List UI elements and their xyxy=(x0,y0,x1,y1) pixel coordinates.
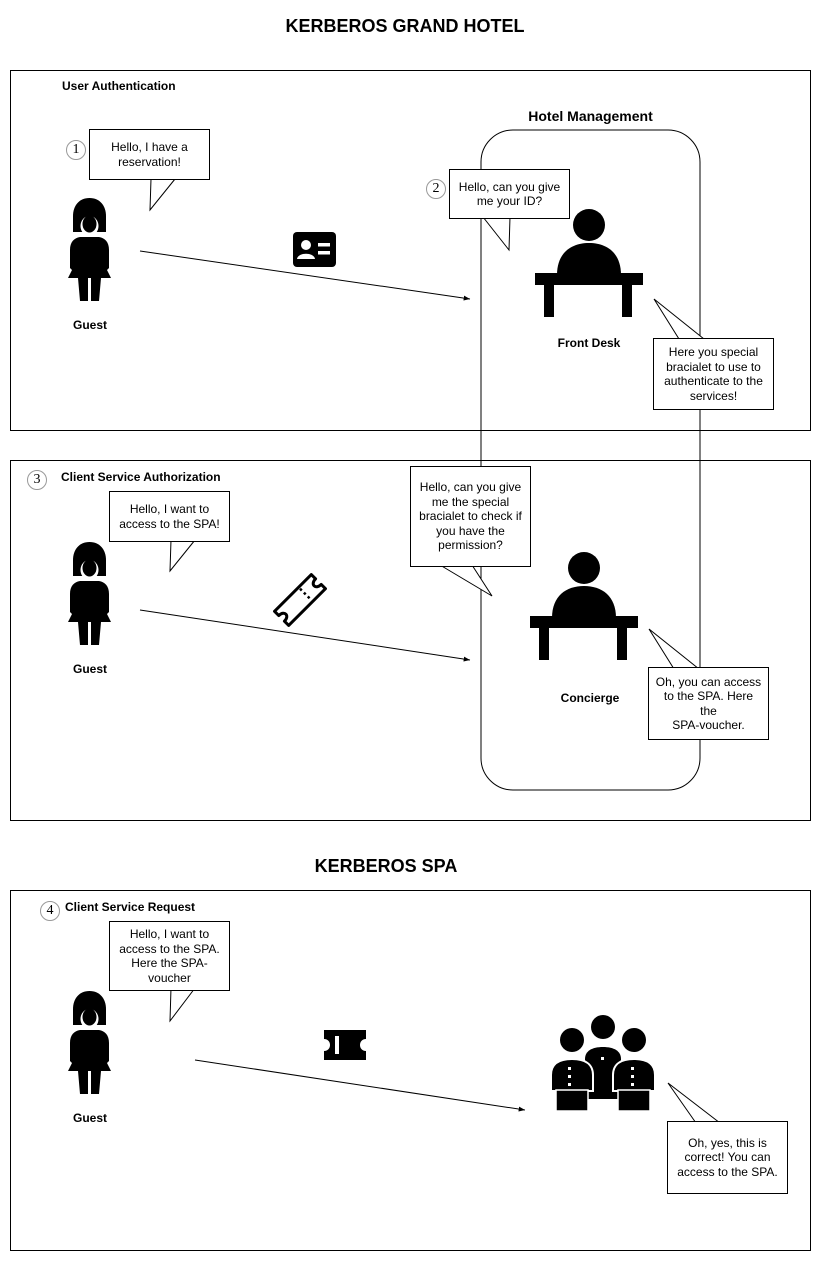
spa-staff-group-icon xyxy=(550,1015,656,1112)
section-label-user-authentication: User Authentication xyxy=(62,79,176,93)
bubble-tail xyxy=(149,178,176,212)
hotel-management-label: Hotel Management xyxy=(528,108,653,124)
bubble-tail xyxy=(482,216,511,252)
concierge-reply-bubble: Oh, you can access to the SPA. Here the … xyxy=(648,667,769,740)
front-desk-reply-bubble: Here you special bracialet to use to aut… xyxy=(653,338,774,410)
concierge-person-icon xyxy=(530,552,638,660)
section-label-client-service-authorization: Client Service Authorization xyxy=(61,470,221,484)
section-user-authentication xyxy=(10,70,811,431)
bubble-tail xyxy=(648,628,700,670)
service-request-arrow xyxy=(194,1059,526,1112)
front-desk-speech-bubble: Hello, can you give me your ID? xyxy=(449,169,570,219)
bubble-tail xyxy=(653,298,705,340)
bubble-tail xyxy=(439,564,493,597)
guest-speech-bubble: Hello, I have a reservation! xyxy=(89,129,210,180)
section-label-client-service-request: Client Service Request xyxy=(65,900,196,914)
guest-speech-bubble: Hello, I want to access to the SPA. Here… xyxy=(109,921,230,991)
ticket-icon xyxy=(324,1030,366,1060)
step-3-badge: 3 xyxy=(27,470,47,490)
step-1-badge: 1 xyxy=(66,140,86,160)
front-desk-person-icon xyxy=(535,209,643,317)
guest-label: Guest xyxy=(72,1111,107,1125)
guest-label: Guest xyxy=(72,662,107,676)
hotel-title: KERBEROS GRAND HOTEL xyxy=(285,16,525,36)
bubble-tail xyxy=(667,1082,721,1124)
step-4-badge: 4 xyxy=(40,901,60,921)
section-client-service-request xyxy=(10,890,811,1251)
step-2-badge: 2 xyxy=(426,179,446,199)
hotel-management-container xyxy=(480,129,701,791)
bubble-tail xyxy=(169,539,196,573)
bubble-tail xyxy=(169,987,196,1023)
id-card-icon xyxy=(293,232,336,267)
concierge-speech-bubble: Hello, can you give me the special braci… xyxy=(410,466,531,567)
ticket-outline-icon xyxy=(273,573,327,627)
guest-woman-icon xyxy=(68,198,111,301)
section-client-service-authorization xyxy=(10,460,811,821)
guest-woman-icon xyxy=(68,991,111,1094)
front-desk-label: Front Desk xyxy=(557,336,621,350)
authz-request-arrow xyxy=(139,609,471,662)
spa-staff-reply-bubble: Oh, yes, this is correct! You can access… xyxy=(667,1121,788,1194)
guest-label: Guest xyxy=(72,318,107,332)
guest-speech-bubble: Hello, I want to access to the SPA! xyxy=(109,491,230,542)
auth-request-arrow xyxy=(139,250,471,301)
guest-woman-icon xyxy=(68,542,111,645)
concierge-label: Concierge xyxy=(560,691,620,705)
spa-title: KERBEROS SPA xyxy=(314,856,458,876)
